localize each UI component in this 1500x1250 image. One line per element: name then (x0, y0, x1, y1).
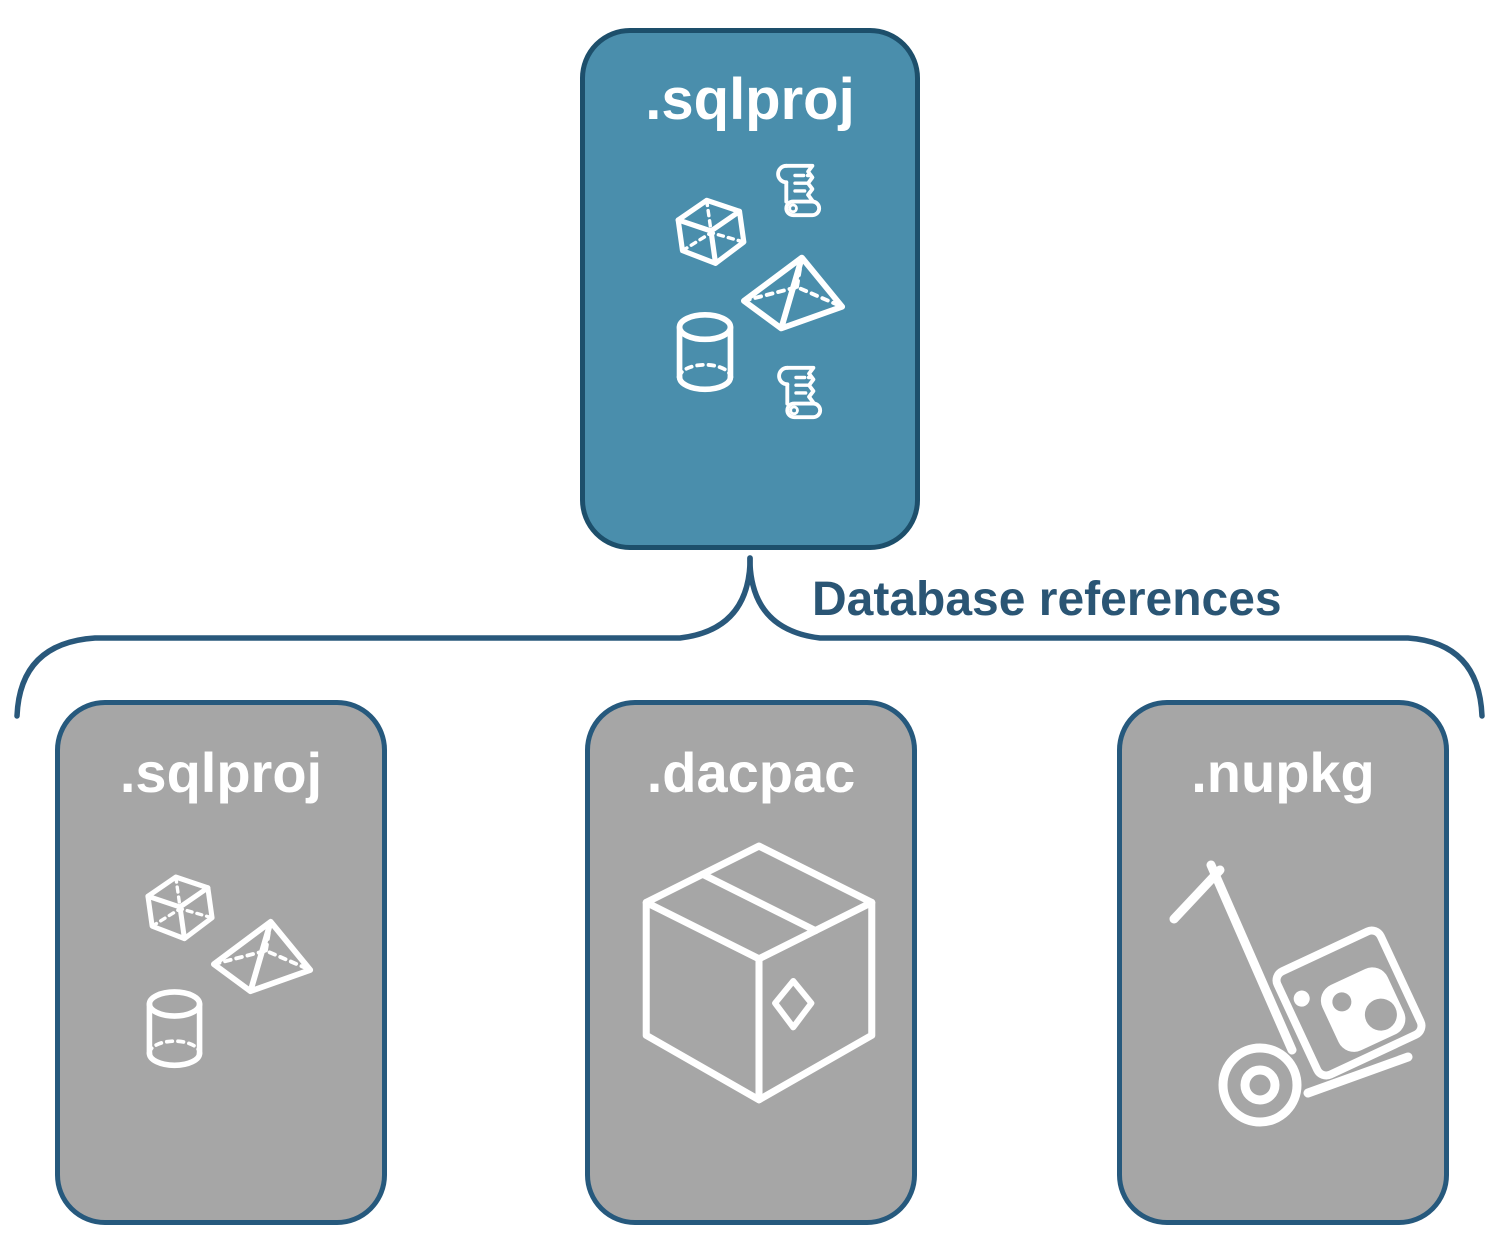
cylinder-icon (676, 312, 734, 393)
cube-icon (675, 197, 747, 266)
scroll-icon (777, 365, 823, 420)
pyramid-icon (740, 254, 846, 332)
scroll-icon (776, 163, 822, 218)
child-node-label: .dacpac (646, 741, 856, 804)
nuget-package (1272, 926, 1426, 1080)
root-node-label: .sqlproj (645, 67, 855, 132)
child-node-label: .sqlproj (119, 741, 323, 804)
root-node-sqlproj: .sqlproj (580, 28, 920, 550)
brace-left-arm (14, 555, 753, 719)
connector-label: Database references (812, 573, 1282, 626)
pyramid-icon (210, 918, 314, 995)
child-node-dacpac: .dacpac (585, 700, 917, 1225)
child-node-nupkg: .nupkg (1117, 700, 1449, 1225)
child-node-label: .nupkg (1191, 741, 1375, 804)
hand-truck-package-icon (1169, 860, 1426, 1127)
cylinder-icon (146, 989, 203, 1069)
cube-icon (145, 874, 215, 942)
package-box-icon (642, 842, 876, 1104)
child-node-sqlproj: .sqlproj (55, 700, 387, 1225)
